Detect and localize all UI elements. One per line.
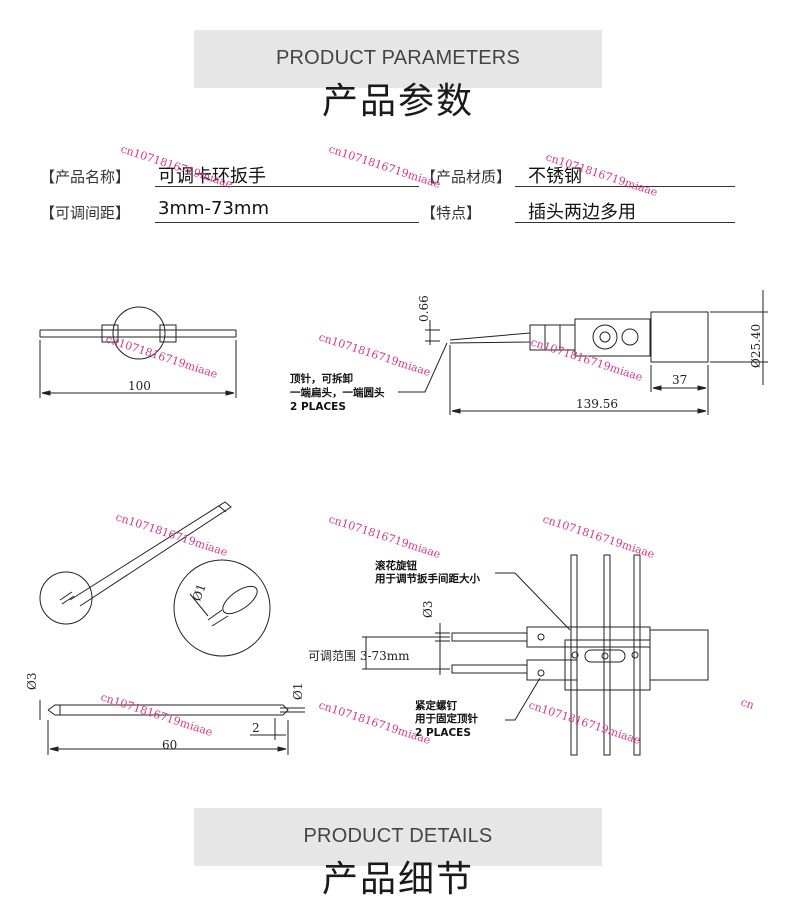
note-knob-line2: 用于调节扳手间距大小 <box>374 572 480 585</box>
section-banner-details: PRODUCT DETAILS 产品细节 <box>194 808 602 900</box>
feature-label: 【特点】 <box>421 204 482 222</box>
dim-100: 100 <box>128 379 151 393</box>
note-knob-line1: 滚花旋钮 <box>375 559 417 572</box>
watermark: cn1071816719miaae <box>541 512 656 560</box>
watermark: cn1071816719miaae <box>327 512 442 560</box>
watermark: cn1071816719miaae <box>327 142 442 190</box>
dim-phi1-right: Ø1 <box>291 683 305 700</box>
dim-diameter-25-40: Ø25.40 <box>749 324 763 368</box>
watermark: cn1071816719miaae <box>104 332 219 380</box>
note-screw-line2: 用于固定顶针 <box>414 712 478 725</box>
dim-2: 2 <box>252 721 260 735</box>
note-pin-line1: 顶针，可拆卸 <box>290 372 353 385</box>
banner-title-en: PRODUCT DETAILS <box>303 825 493 847</box>
watermark: cn1071816719miaae <box>114 510 229 558</box>
watermark: cn1071816719miaae <box>317 330 432 378</box>
watermark: cn1071816719miaae <box>527 698 642 746</box>
name-label: 【产品名称】 <box>40 168 131 186</box>
banner-title-zh: 产品细节 <box>321 859 474 900</box>
dim-phi3-left: Ø3 <box>25 673 39 690</box>
dim-phi3-mid: Ø3 <box>421 601 435 618</box>
assembly-view <box>362 554 709 756</box>
dim-60: 60 <box>162 738 177 752</box>
range-annotation: 可调范围 3-73mm <box>308 649 410 663</box>
range-value: 3mm-73mm <box>158 198 269 219</box>
banner-title-zh: 产品参数 <box>321 81 474 122</box>
range-label: 【可调间距】 <box>40 204 131 222</box>
watermark: cn1071816719miaae <box>529 335 644 383</box>
wrench-side-view <box>398 290 768 415</box>
pin-front-view <box>39 700 305 755</box>
watermark: cn1071816719miaae <box>544 150 659 198</box>
pin-isometric-view <box>39 501 271 657</box>
feature-value: 插头两边多用 <box>528 202 636 223</box>
dim-37: 37 <box>672 373 687 387</box>
material-value: 不锈钢 <box>528 166 582 187</box>
wrench-top-view <box>39 306 237 398</box>
section-banner-parameters: PRODUCT PARAMETERS 产品参数 <box>194 30 602 122</box>
banner-title-en: PRODUCT PARAMETERS <box>275 47 520 69</box>
dim-phi1-detail: Ø1 <box>190 582 209 603</box>
watermark-edge: cn <box>739 695 756 711</box>
dim-139-56: 139.56 <box>576 397 618 411</box>
range-underline <box>155 222 419 223</box>
note-screw-line1: 紧定螺钉 <box>415 699 457 712</box>
dim-0-66: 0.66 <box>417 295 431 322</box>
note-screw-line3: 2 PLACES <box>415 727 471 739</box>
feature-underline <box>515 222 735 223</box>
note-pin-line3: 2 PLACES <box>290 401 346 413</box>
material-label: 【产品材质】 <box>421 168 512 186</box>
watermark: cn1071816719miaae <box>119 142 234 190</box>
name-underline <box>155 186 419 187</box>
material-underline <box>515 186 735 187</box>
note-pin-line2: 一端扁头，一端圆头 <box>290 386 385 399</box>
name-value: 可调卡环扳手 <box>158 166 266 187</box>
